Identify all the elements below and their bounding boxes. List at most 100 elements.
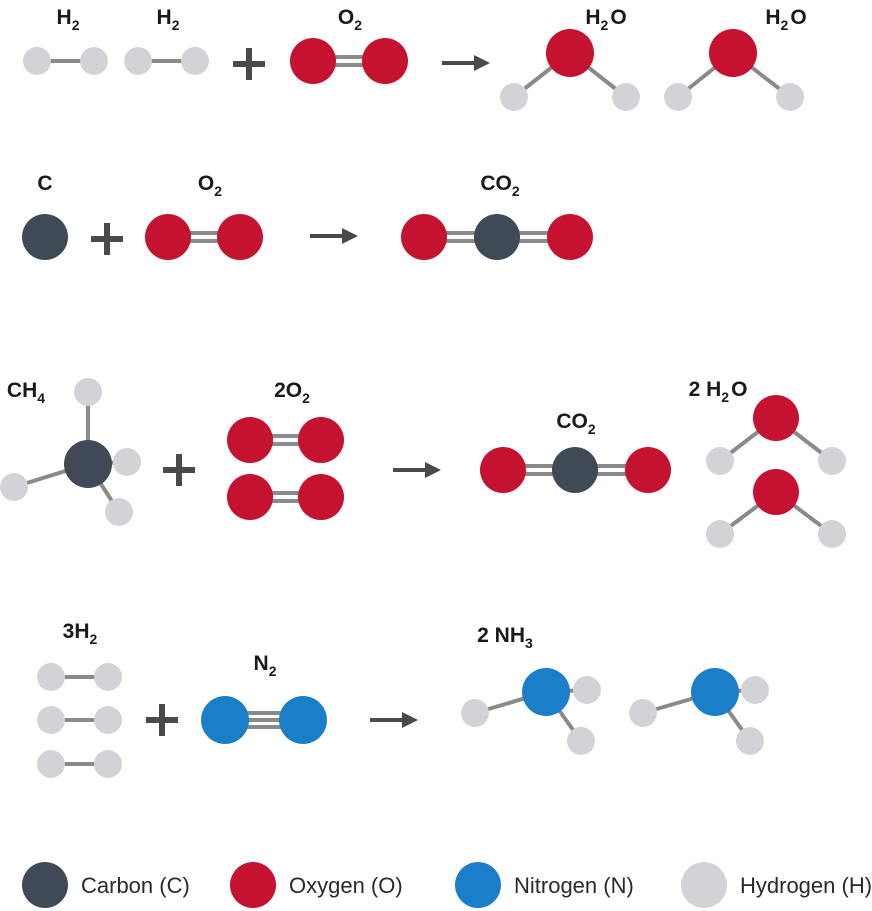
water-molecule <box>706 469 846 548</box>
hydrogen-atom <box>23 47 51 75</box>
ammonia-molecule <box>461 668 601 755</box>
hydrogen-atom <box>94 706 122 734</box>
hydrogen-molecule <box>23 47 108 75</box>
oxygen-atom <box>145 214 191 260</box>
nitrogen-swatch <box>455 862 501 908</box>
legend: Carbon (C) Oxygen (O) Nitrogen (N) Hydrogen… <box>22 862 872 908</box>
oxygen-atom <box>227 417 273 463</box>
oxygen-atom <box>298 417 344 463</box>
oxygen-atom <box>625 447 671 493</box>
hydrogen-atom <box>612 83 640 111</box>
nitrogen-atom <box>201 696 249 744</box>
oxygen-atom <box>217 214 263 260</box>
legend-label: Nitrogen (N) <box>514 873 634 898</box>
ammonia-molecule <box>629 668 769 755</box>
reaction-arrow <box>393 462 441 478</box>
oxygen-atom <box>753 395 799 441</box>
plus-sign <box>91 223 123 255</box>
hydrogen-atom <box>37 663 65 691</box>
hydrogen-atom <box>74 378 102 406</box>
plus-sign <box>163 454 195 486</box>
hydrogen-atom <box>105 498 133 526</box>
hydrogen-atom <box>818 520 846 548</box>
legend-label: Oxygen (O) <box>289 873 403 898</box>
nitrogen-molecule <box>201 696 327 744</box>
formula-label: 2O2 <box>274 379 310 406</box>
hydrogen-atom <box>80 47 108 75</box>
hydrogen-atom <box>124 47 152 75</box>
legend-item-hydrogen: Hydrogen (H) <box>681 862 872 908</box>
water-molecule <box>706 395 846 475</box>
hydrogen-atom <box>741 676 769 704</box>
plus-sign <box>233 48 265 80</box>
formula-label: O2 <box>198 172 222 199</box>
formula-label: H2 <box>157 6 180 33</box>
carbon-atom <box>552 447 598 493</box>
hydrogen-atom <box>461 699 489 727</box>
oxygen-molecule <box>227 417 344 463</box>
plus-sign <box>146 704 178 736</box>
methane-molecule <box>0 378 141 526</box>
oxygen-atom <box>298 474 344 520</box>
oxygen-atom <box>290 38 336 84</box>
legend-item-oxygen: Oxygen (O) <box>230 862 403 908</box>
oxygen-molecule <box>145 214 263 260</box>
reaction-arrow <box>442 55 490 71</box>
formula-label: O2 <box>338 6 362 33</box>
oxygen-atom <box>227 474 273 520</box>
hydrogen-swatch <box>681 862 727 908</box>
hydrogen-atom <box>0 473 28 501</box>
hydrogen-atom <box>37 706 65 734</box>
legend-item-nitrogen: Nitrogen (N) <box>455 862 634 908</box>
oxygen-atom <box>480 447 526 493</box>
formula-label: N2 <box>254 652 277 679</box>
carbon-atom <box>474 214 520 260</box>
hydrogen-atom <box>94 663 122 691</box>
hydrogen-atom <box>629 699 657 727</box>
oxygen-atom <box>401 214 447 260</box>
water-molecule <box>664 29 804 111</box>
hydrogen-atom <box>567 727 595 755</box>
hydrogen-atom <box>776 83 804 111</box>
hydrogen-atom <box>94 750 122 778</box>
formula-label: H2 <box>57 6 80 33</box>
nitrogen-atom <box>691 668 739 716</box>
legend-label: Carbon (C) <box>81 873 190 898</box>
formula-label: CO2 <box>556 410 596 437</box>
hydrogen-molecule <box>124 47 209 75</box>
hydrogen-atom <box>706 447 734 475</box>
formula-label: H2O <box>585 6 626 33</box>
nitrogen-atom <box>279 696 327 744</box>
carbon-swatch <box>22 862 68 908</box>
hydrogen-atom <box>181 47 209 75</box>
reaction-arrow <box>370 712 418 728</box>
nitrogen-atom <box>522 668 570 716</box>
carbon-atom <box>64 440 112 488</box>
hydrogen-atom <box>113 448 141 476</box>
carbon-dioxide-molecule <box>401 214 593 260</box>
oxygen-swatch <box>230 862 276 908</box>
reaction-arrow <box>310 228 358 244</box>
hydrogen-atom <box>37 750 65 778</box>
hydrogen-atom <box>706 520 734 548</box>
formula-label: CO2 <box>480 172 520 199</box>
oxygen-molecule <box>290 38 408 84</box>
formula-label: CH4 <box>7 379 45 406</box>
hydrogen-atom <box>736 727 764 755</box>
oxygen-atom <box>753 469 799 515</box>
formula-label: H2O <box>765 6 806 33</box>
carbon-atom <box>22 214 68 260</box>
formula-label: 3H2 <box>63 620 98 647</box>
carbon-dioxide-molecule <box>480 447 671 493</box>
oxygen-molecule <box>227 474 344 520</box>
oxygen-atom <box>546 29 594 77</box>
formula-label: 2 H2O <box>689 378 748 405</box>
hydrogen-molecule <box>37 750 122 778</box>
hydrogen-atom <box>573 676 601 704</box>
hydrogen-atom <box>664 83 692 111</box>
hydrogen-atom <box>818 447 846 475</box>
formula-label: C <box>37 172 52 195</box>
legend-item-carbon: Carbon (C) <box>22 862 190 908</box>
legend-label: Hydrogen (H) <box>740 873 872 898</box>
